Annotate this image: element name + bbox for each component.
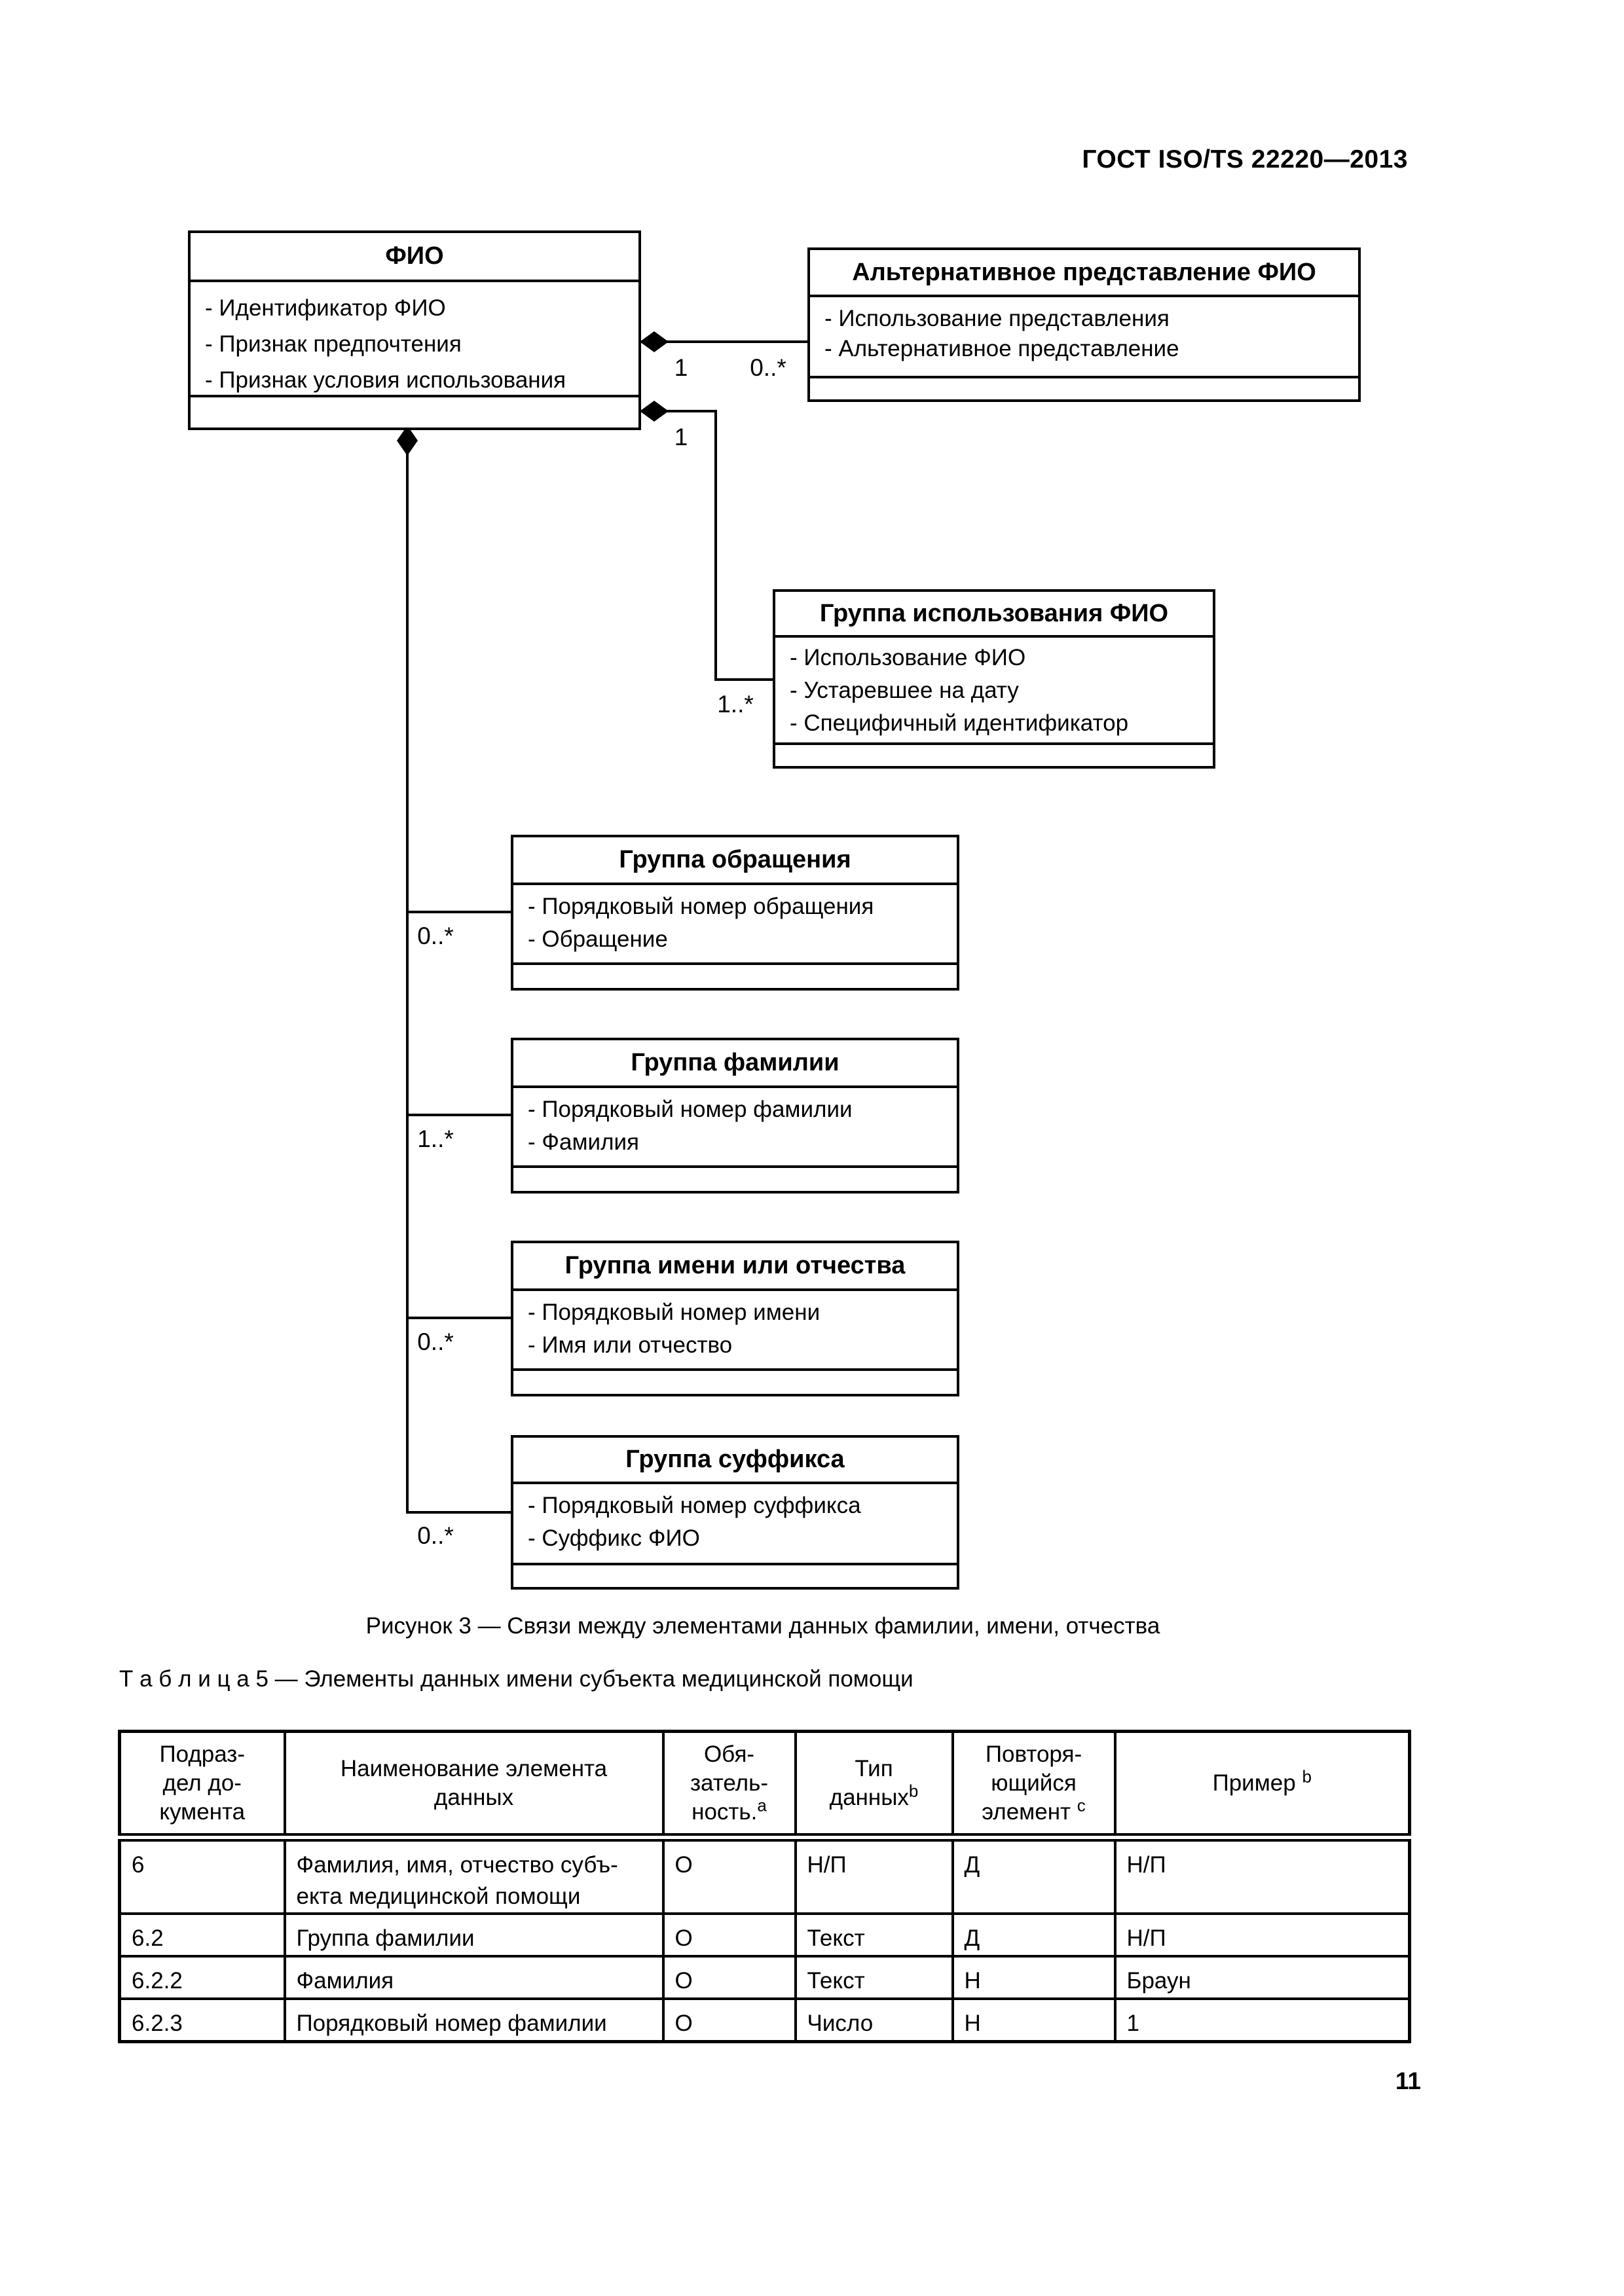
multiplicity-label: 0..*	[417, 922, 454, 949]
table-cell: 6	[118, 1836, 286, 1915]
multiplicity-label: 1	[674, 424, 688, 450]
class-box-appeal-group: Группа обращения - Порядковый номер обра…	[511, 835, 959, 991]
table-cell: О	[661, 1912, 797, 1958]
table-header-cell: Повторя- ющийся элемент c	[951, 1730, 1116, 1842]
class-box-attributes: - Порядковый номер обращения - Обращение	[513, 885, 957, 965]
class-box-title: Альтернативное представление ФИО	[810, 250, 1358, 297]
table-header-cell: Пример b	[1113, 1730, 1411, 1842]
figure-caption: Рисунок 3 — Связи между элементами данны…	[365, 1613, 1160, 1639]
class-box-given-name-group: Группа имени или отчества - Порядковый н…	[511, 1241, 959, 1396]
table-cell: Браун	[1113, 1955, 1411, 2000]
multiplicity-label: 1..*	[717, 691, 754, 718]
table-row: 6.2.2 Фамилия О Текст Н Браун	[118, 1955, 1411, 2000]
composition-diamond-icon	[640, 331, 669, 352]
class-box-family-name-group: Группа фамилии - Порядковый номер фамили…	[511, 1038, 959, 1194]
table-cell: Порядковый номер фамилии	[283, 1997, 665, 2043]
table-cell: Фамилия	[283, 1955, 665, 2000]
table-cell: 6.2	[118, 1912, 286, 1958]
table-cell: Текст	[794, 1955, 954, 2000]
table-header-cell: Подраз- дел до- кумента	[118, 1730, 286, 1842]
multiplicity-label: 1..*	[417, 1125, 454, 1152]
connector-line-family	[406, 1114, 513, 1116]
table-cell: 6.2.2	[118, 1955, 286, 2000]
table-cell: Н/П	[794, 1836, 954, 1915]
class-box-title: Группа использования ФИО	[775, 592, 1213, 638]
table-cell: Н	[951, 1997, 1116, 2043]
connector-line-given	[406, 1317, 513, 1319]
class-box-fio: ФИО - Идентификатор ФИО - Признак предпо…	[188, 230, 641, 430]
class-box-alt-representation: Альтернативное представление ФИО - Испол…	[807, 247, 1361, 402]
multiplicity-label: 1	[674, 354, 688, 381]
page-number: 11	[1395, 2068, 1421, 2094]
table-cell: 6.2.3	[118, 1997, 286, 2043]
table-cell: 1	[1113, 1997, 1411, 2043]
table-title: Т а б л и ц а 5 — Элементы данных имени …	[119, 1666, 913, 1692]
class-box-attributes: - Использование представления - Альтерна…	[810, 297, 1358, 378]
class-box-title: Группа фамилии	[513, 1040, 957, 1088]
table-row: 6.2 Группа фамилии О Текст Д Н/П	[118, 1912, 1411, 1958]
table-cell: Текст	[794, 1912, 954, 1958]
table-cell: О	[661, 1997, 797, 2043]
connector-line-appeal	[406, 911, 513, 913]
table-cell: О	[661, 1955, 797, 2000]
multiplicity-label: 0..*	[417, 1522, 454, 1549]
class-box-attributes: - Идентификатор ФИО - Признак предпочтен…	[191, 282, 638, 397]
table-header-cell: Наименование элемента данных	[283, 1730, 665, 1842]
class-box-title: Группа обращения	[513, 837, 957, 885]
connector-line-usage-h1	[640, 410, 717, 412]
composition-diamond-icon	[640, 401, 669, 422]
class-box-title: ФИО	[191, 233, 638, 282]
table-cell: Группа фамилии	[283, 1912, 665, 1958]
table-header-cell: Обя- затель- ность.a	[661, 1730, 797, 1842]
class-box-attributes: - Порядковый номер суффикса - Суффикс ФИ…	[513, 1484, 957, 1565]
class-box-suffix-group: Группа суффикса - Порядковый номер суффи…	[511, 1435, 959, 1590]
multiplicity-label: 0..*	[750, 354, 786, 381]
table-header-cell: Тип данныхb	[794, 1730, 954, 1842]
document-header: ГОСТ ISO/TS 22220—2013	[1082, 145, 1408, 173]
table-row: 6.2.3 Порядковый номер фамилии О Число Н…	[118, 1997, 1411, 2043]
table-cell: О	[661, 1836, 797, 1915]
class-box-attributes: - Порядковый номер фамилии - Фамилия	[513, 1088, 957, 1168]
connector-trunk-line	[406, 450, 409, 1514]
class-box-title: Группа суффикса	[513, 1438, 957, 1484]
class-box-title: Группа имени или отчества	[513, 1243, 957, 1291]
table-cell: Фамилия, имя, отчество субъ- екта медици…	[283, 1836, 665, 1915]
table-header-row: Подраз- дел до- кумента Наименование эле…	[118, 1730, 1411, 1842]
connector-line-suffix	[406, 1511, 513, 1514]
multiplicity-label: 0..*	[417, 1328, 454, 1355]
table-cell: Н/П	[1113, 1912, 1411, 1958]
class-box-attributes: - Использование ФИО - Устаревшее на дату…	[775, 638, 1213, 745]
connector-line-alt	[640, 340, 807, 343]
table-cell: Число	[794, 1997, 954, 2043]
connector-line-usage-h2	[714, 678, 775, 681]
table-cell: Н	[951, 1955, 1116, 2000]
connector-line-usage-v	[714, 410, 717, 681]
data-table: Подраз- дел до- кумента Наименование эле…	[118, 1730, 1411, 2043]
class-box-usage-group: Группа использования ФИО - Использование…	[773, 589, 1215, 769]
table-row: 6 Фамилия, имя, отчество субъ- екта меди…	[118, 1836, 1411, 1915]
table-cell: Д	[951, 1912, 1116, 1958]
table-cell: Д	[951, 1836, 1116, 1915]
table-cell: Н/П	[1113, 1836, 1411, 1915]
class-box-attributes: - Порядковый номер имени - Имя или отчес…	[513, 1291, 957, 1371]
